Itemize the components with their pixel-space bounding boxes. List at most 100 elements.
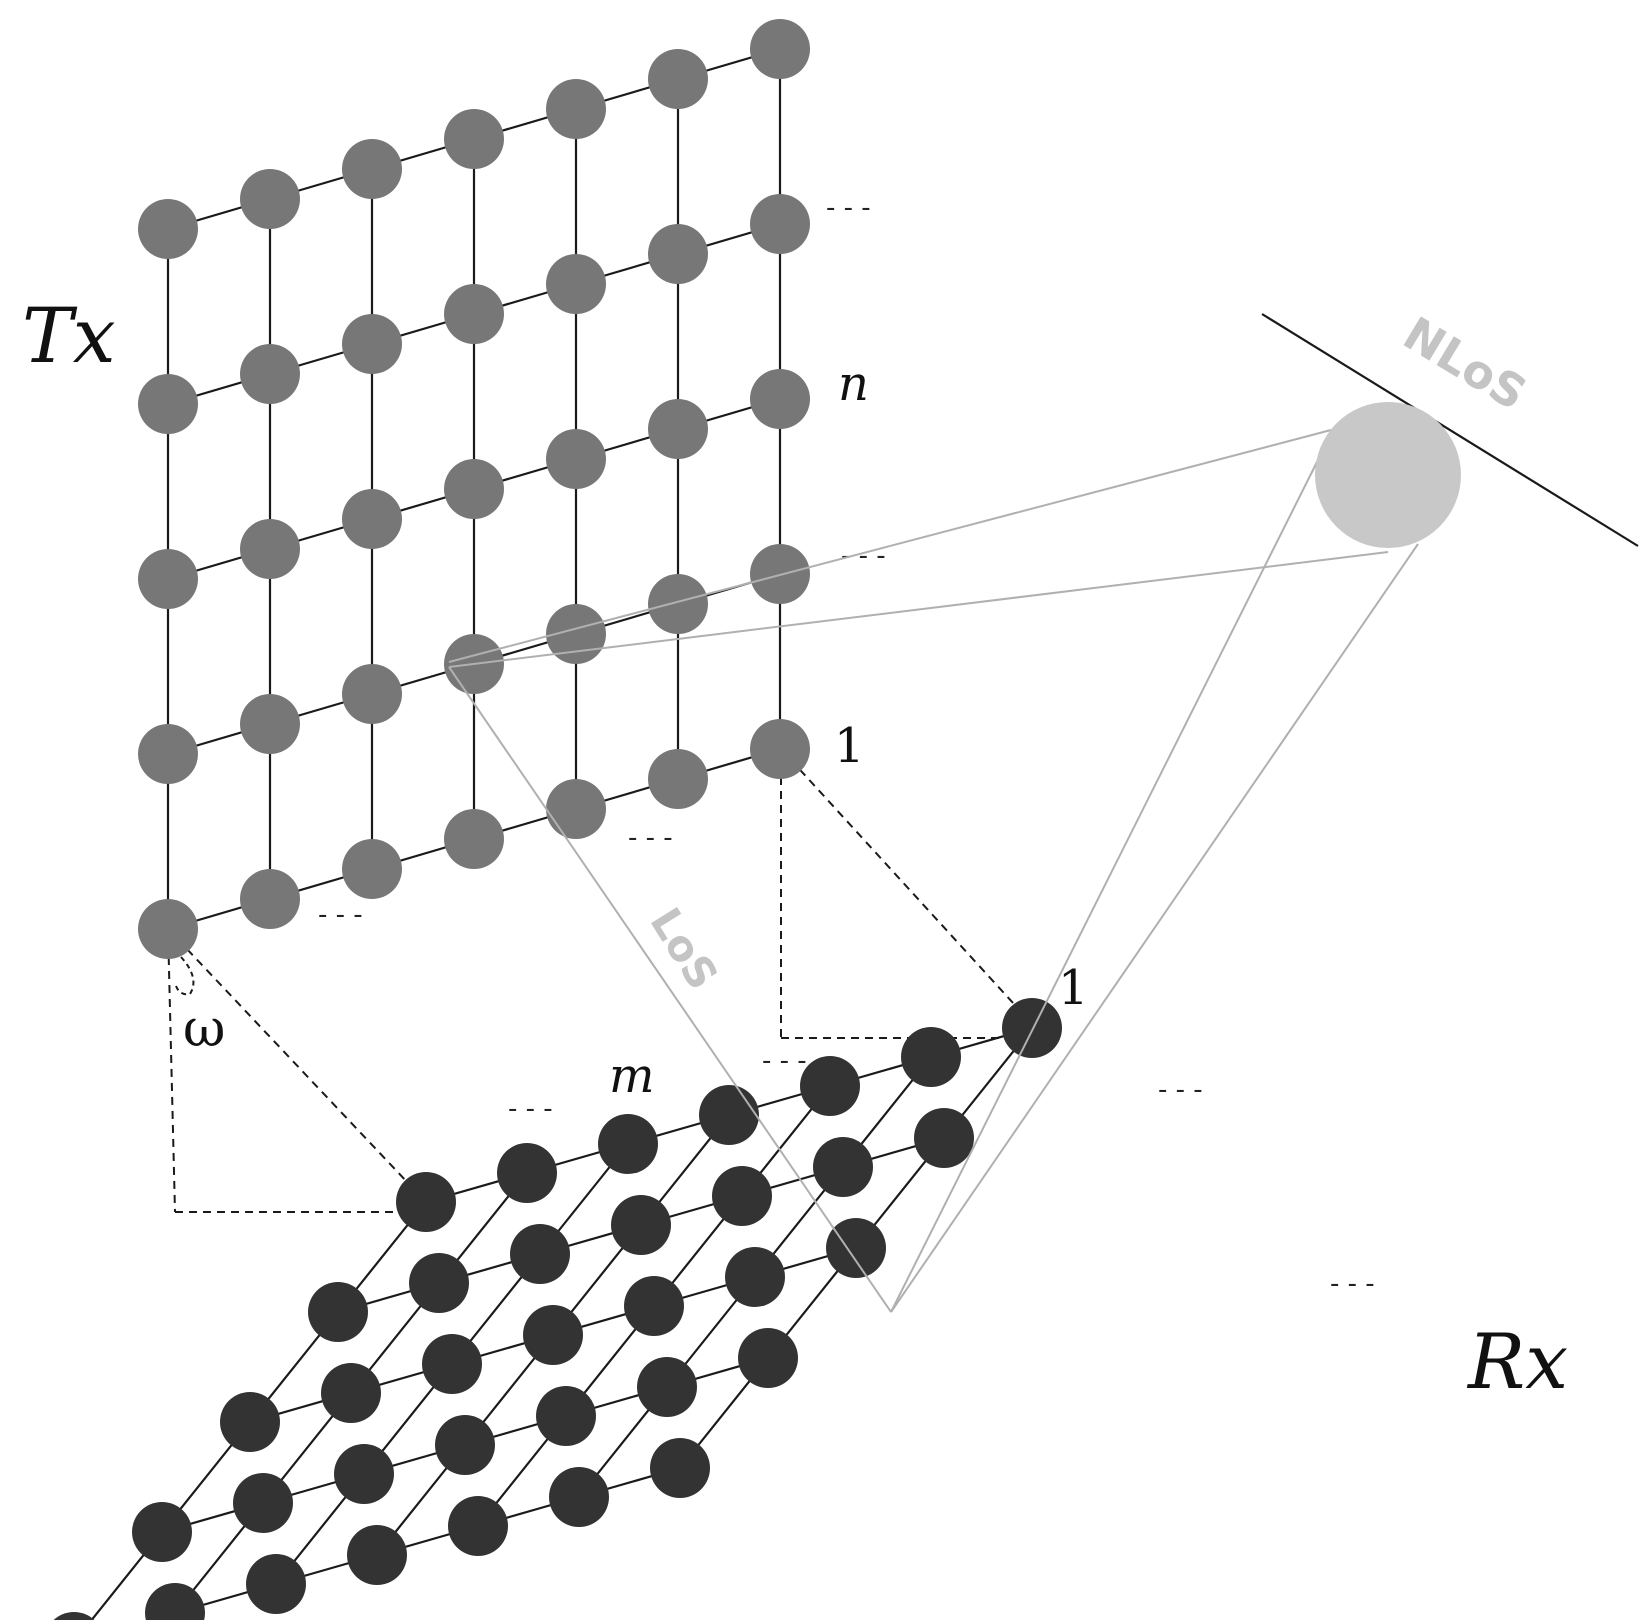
rx-element — [826, 1218, 886, 1278]
tx-element — [444, 109, 504, 169]
tx-element — [444, 284, 504, 344]
los-label: LoS — [641, 899, 728, 998]
rx-element — [220, 1392, 280, 1452]
rx-element — [347, 1525, 407, 1585]
propagation-rays — [448, 429, 1419, 1313]
tx-element — [648, 399, 708, 459]
rx-element — [321, 1363, 381, 1423]
rx-element — [435, 1415, 495, 1475]
tx-element — [342, 839, 402, 899]
tx-to-scatterer-ray-upper — [448, 429, 1332, 663]
tx-element — [648, 749, 708, 809]
rx-element — [738, 1328, 798, 1388]
rx-element — [53, 1612, 95, 1620]
los-ray — [448, 666, 892, 1313]
rx-element — [901, 1027, 961, 1087]
tx-element — [546, 79, 606, 139]
tx-element — [138, 899, 198, 959]
ellipsis-marker: - - - — [826, 193, 871, 223]
tx-index1-diagonal-line — [780, 748, 1036, 1028]
scatterer-to-rx-ray-right — [890, 543, 1419, 1313]
rx-element — [637, 1357, 697, 1417]
tx-element — [750, 719, 810, 779]
rx-element — [308, 1282, 368, 1342]
ellipsis-markers: - - - - - - - - - - - - - - - - - - - - - - - - — [318, 193, 1375, 1299]
tx-element — [240, 344, 300, 404]
rx-array — [53, 998, 1062, 1620]
rx-element — [800, 1056, 860, 1116]
tx-element — [648, 224, 708, 284]
rx-element — [549, 1467, 609, 1527]
tx-element — [342, 664, 402, 724]
nlos-label: NLoS — [1394, 306, 1535, 421]
tx-element — [342, 314, 402, 374]
tx-element-index-1: 1 — [834, 718, 865, 774]
rx-element — [699, 1085, 759, 1145]
tx-element — [648, 574, 708, 634]
ellipsis-marker: - - - — [318, 900, 363, 930]
tx-element — [546, 429, 606, 489]
tx-element — [240, 169, 300, 229]
tx-corner-drop-line — [167, 928, 176, 1213]
tx-element — [750, 369, 810, 429]
rx-element — [598, 1114, 658, 1174]
angle-omega-label: ω — [183, 999, 225, 1059]
tx-element — [750, 194, 810, 254]
scatterer-to-rx-ray-left — [890, 455, 1321, 1313]
rx-element — [334, 1444, 394, 1504]
tx-element — [444, 809, 504, 869]
rx-row-index-m: m — [609, 1048, 655, 1104]
rx-element — [650, 1438, 710, 1498]
rx-element — [1002, 998, 1062, 1058]
tx-element — [546, 254, 606, 314]
rx-element — [396, 1172, 456, 1232]
tx-array — [138, 19, 810, 959]
tx-element — [750, 19, 810, 79]
rx-element — [712, 1166, 772, 1226]
rx-element — [246, 1554, 306, 1614]
rx-element — [813, 1137, 873, 1197]
ellipsis-marker: - - - — [762, 1046, 807, 1076]
tx-label: Tx — [22, 291, 116, 380]
rx-element — [536, 1386, 596, 1446]
rx-element — [233, 1473, 293, 1533]
rx-element — [132, 1502, 192, 1562]
tx-corner-diagonal-line — [167, 928, 427, 1203]
tx-to-scatterer-ray-lower — [448, 551, 1389, 668]
tx-element — [342, 489, 402, 549]
rx-element — [523, 1305, 583, 1365]
rx-element — [624, 1276, 684, 1336]
rx-element — [497, 1143, 557, 1203]
tx-element — [138, 199, 198, 259]
tx-element — [648, 49, 708, 109]
tx-element — [138, 724, 198, 784]
rx-element — [725, 1247, 785, 1307]
ellipsis-marker: - - - — [628, 823, 673, 853]
ellipsis-marker: - - - — [1330, 1269, 1375, 1299]
nlos-scatterer — [1315, 402, 1461, 548]
ellipsis-marker: - - - — [841, 541, 886, 571]
rx-element — [409, 1253, 469, 1313]
rx-element — [914, 1108, 974, 1168]
tx-element — [138, 549, 198, 609]
tx-element — [444, 459, 504, 519]
tx-element — [240, 519, 300, 579]
tx-element — [138, 374, 198, 434]
tx-element — [240, 694, 300, 754]
rx-element — [422, 1334, 482, 1394]
angle-arc — [175, 956, 195, 996]
rx-element — [145, 1583, 205, 1620]
tx-element — [546, 779, 606, 839]
reflecting-surface — [1261, 313, 1639, 547]
ellipsis-marker: - - - — [1158, 1075, 1203, 1105]
rx-label: Rx — [1466, 1317, 1568, 1406]
rx-element — [448, 1496, 508, 1556]
tx-element — [240, 869, 300, 929]
rx-element-index-1: 1 — [1058, 960, 1089, 1016]
rx-element — [510, 1224, 570, 1284]
ellipsis-marker: - - - — [508, 1094, 553, 1124]
rx-element — [611, 1195, 671, 1255]
tx-element — [342, 139, 402, 199]
